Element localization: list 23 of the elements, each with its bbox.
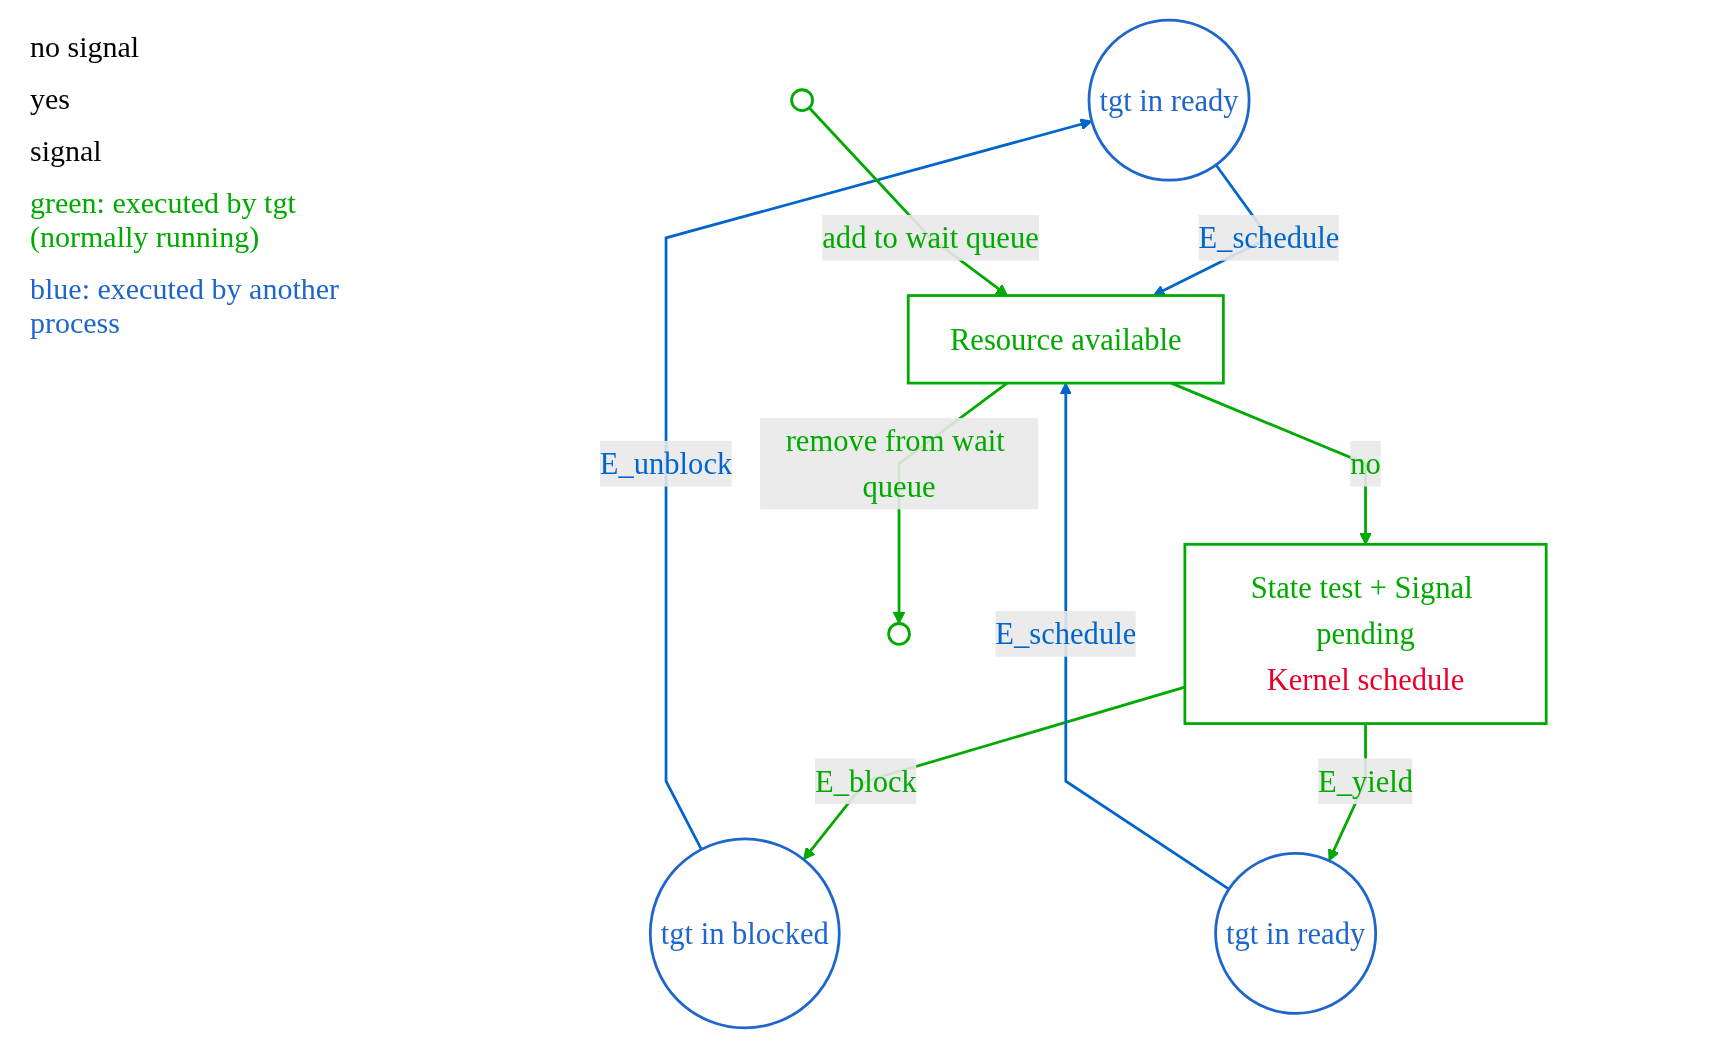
note-text: no signal [30,30,141,64]
note-text: signal [30,134,103,168]
edge-label: remove from wait queue [785,422,1005,504]
edge-label: add to wait queue [821,220,1039,255]
note-text: blue: executed by another process [30,272,341,340]
arrow [664,117,1092,850]
node-circle: tgt in ready [1213,851,1377,1015]
node-circle [789,87,814,112]
node-box: State test + Signal pending Kernel schedule [1183,542,1548,725]
edge-label: no [1349,445,1381,481]
edge-label: E_unblock [599,445,732,481]
edge-label: E_schedule [1197,220,1339,255]
node-circle: tgt in ready [1087,18,1250,182]
node-box: Resource available [906,293,1225,384]
node-circle: tgt in blocked [648,837,841,1029]
arrow [802,685,1185,860]
node-circle [886,621,911,646]
edge-label: E_schedule [994,616,1136,651]
note-text: yes [30,82,71,116]
note-text: green: executed by tgt (normally running) [30,186,297,254]
edge-label: E_yield [1317,763,1413,799]
edge-label: E_block [814,763,917,799]
arrow [1059,382,1230,890]
